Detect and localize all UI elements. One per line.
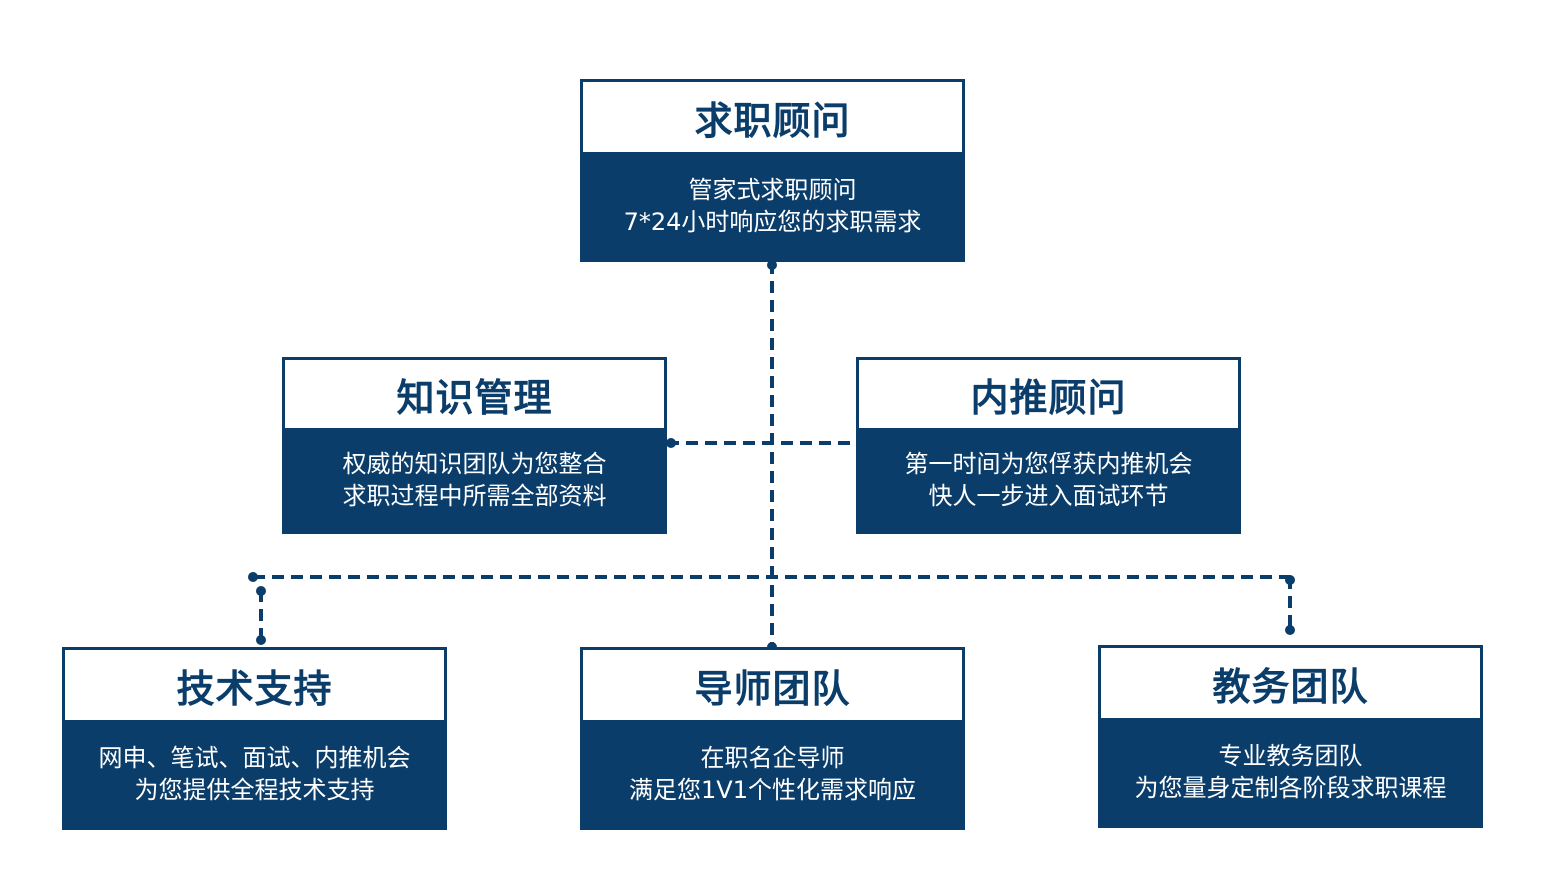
junction-dot [248, 572, 258, 582]
node-description-line: 为您量身定制各阶段求职课程 [1134, 773, 1447, 802]
node-title: 求职顾问 [583, 82, 962, 152]
junction-dot [666, 438, 676, 448]
node-title: 内推顾问 [859, 360, 1238, 428]
node-mentor-team: 导师团队 在职名企导师 满足您1V1个性化需求响应 [580, 647, 965, 830]
node-title: 知识管理 [285, 360, 664, 428]
node-title: 导师团队 [583, 650, 962, 720]
node-description-line: 为您提供全程技术支持 [134, 775, 375, 804]
node-tech-support: 技术支持 网申、笔试、面试、内推机会 为您提供全程技术支持 [62, 647, 447, 830]
node-description: 网申、笔试、面试、内推机会 为您提供全程技术支持 [65, 720, 444, 827]
node-description-line: 7*24小时响应您的求职需求 [623, 207, 922, 236]
node-description-line: 权威的知识团队为您整合 [342, 449, 607, 478]
junction-dot [1285, 625, 1295, 635]
junction-dot [1285, 575, 1295, 585]
node-description-line: 第一时间为您俘获内推机会 [904, 449, 1193, 478]
node-knowledge-management: 知识管理 权威的知识团队为您整合 求职过程中所需全部资料 [282, 357, 667, 534]
node-description: 第一时间为您俘获内推机会 快人一步进入面试环节 [859, 428, 1238, 531]
node-description: 在职名企导师 满足您1V1个性化需求响应 [583, 720, 962, 827]
junction-dot [767, 260, 777, 270]
junction-dot [256, 586, 266, 596]
node-job-consultant: 求职顾问 管家式求职顾问 7*24小时响应您的求职需求 [580, 79, 965, 262]
node-description-line: 在职名企导师 [700, 743, 845, 772]
node-description-line: 满足您1V1个性化需求响应 [629, 775, 916, 804]
node-description: 权威的知识团队为您整合 求职过程中所需全部资料 [285, 428, 664, 531]
node-description-line: 管家式求职顾问 [688, 175, 857, 204]
node-title: 教务团队 [1101, 648, 1480, 718]
node-description: 专业教务团队 为您量身定制各阶段求职课程 [1101, 718, 1480, 825]
node-description-line: 快人一步进入面试环节 [928, 481, 1169, 510]
node-referral-consultant: 内推顾问 第一时间为您俘获内推机会 快人一步进入面试环节 [856, 357, 1241, 534]
node-description-line: 网申、笔试、面试、内推机会 [98, 743, 411, 772]
node-description: 管家式求职顾问 7*24小时响应您的求职需求 [583, 152, 962, 259]
node-title: 技术支持 [65, 650, 444, 720]
junction-dot [256, 635, 266, 645]
node-description-line: 专业教务团队 [1218, 741, 1363, 770]
node-academic-team: 教务团队 专业教务团队 为您量身定制各阶段求职课程 [1098, 645, 1483, 828]
node-description-line: 求职过程中所需全部资料 [342, 481, 607, 510]
